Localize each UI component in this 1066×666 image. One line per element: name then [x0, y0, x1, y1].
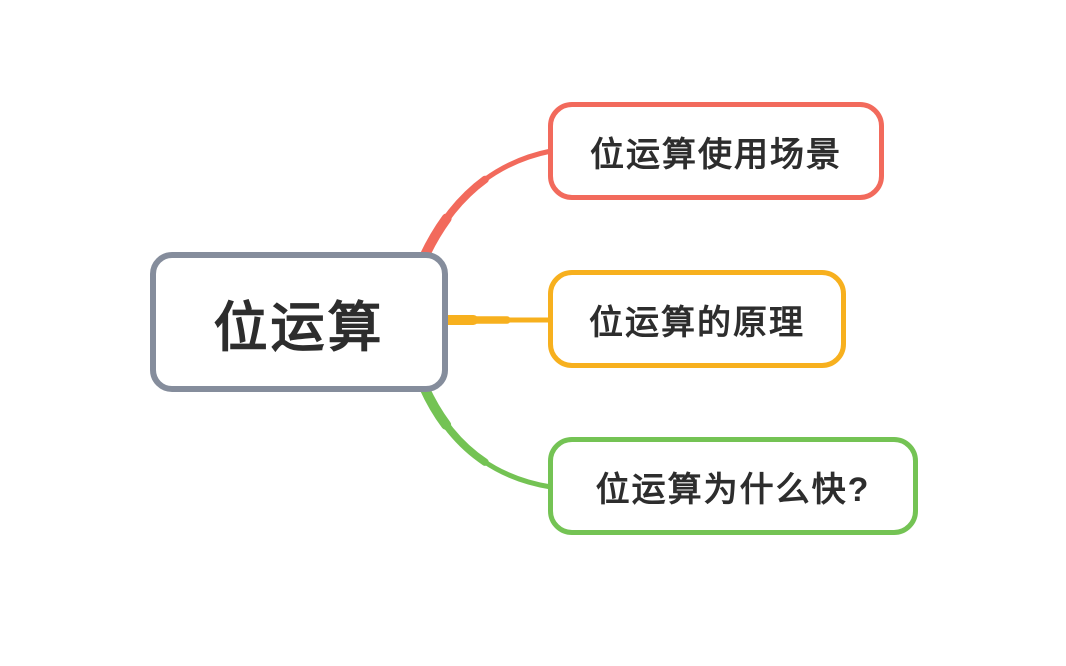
connector-root-to-child-1-mid — [420, 147, 555, 261]
child-node-use-scenarios-label: 位运算使用场景 — [590, 135, 842, 174]
child-node-why-fast-label: 位运算为什么快? — [595, 470, 871, 509]
connector-root-to-child-3-thick — [419, 382, 556, 492]
connector-root-to-child-3-thin — [421, 384, 554, 490]
connector-root-to-child-1 — [419, 146, 556, 262]
child-node-why-fast[interactable]: 位运算为什么快? — [548, 437, 918, 535]
connector-root-to-child-3 — [419, 382, 556, 492]
child-node-principle-label: 位运算的原理 — [589, 303, 805, 342]
connector-root-to-child-1-thick — [419, 146, 556, 262]
root-topic-label: 位运算 — [213, 297, 385, 358]
connector-root-to-child-1-thin — [421, 148, 554, 260]
child-node-use-scenarios[interactable]: 位运算使用场景 — [548, 102, 884, 200]
root-topic-node[interactable]: 位运算 — [150, 252, 448, 392]
child-node-principle[interactable]: 位运算的原理 — [548, 270, 846, 368]
connector-root-to-child-3-mid — [420, 383, 555, 491]
